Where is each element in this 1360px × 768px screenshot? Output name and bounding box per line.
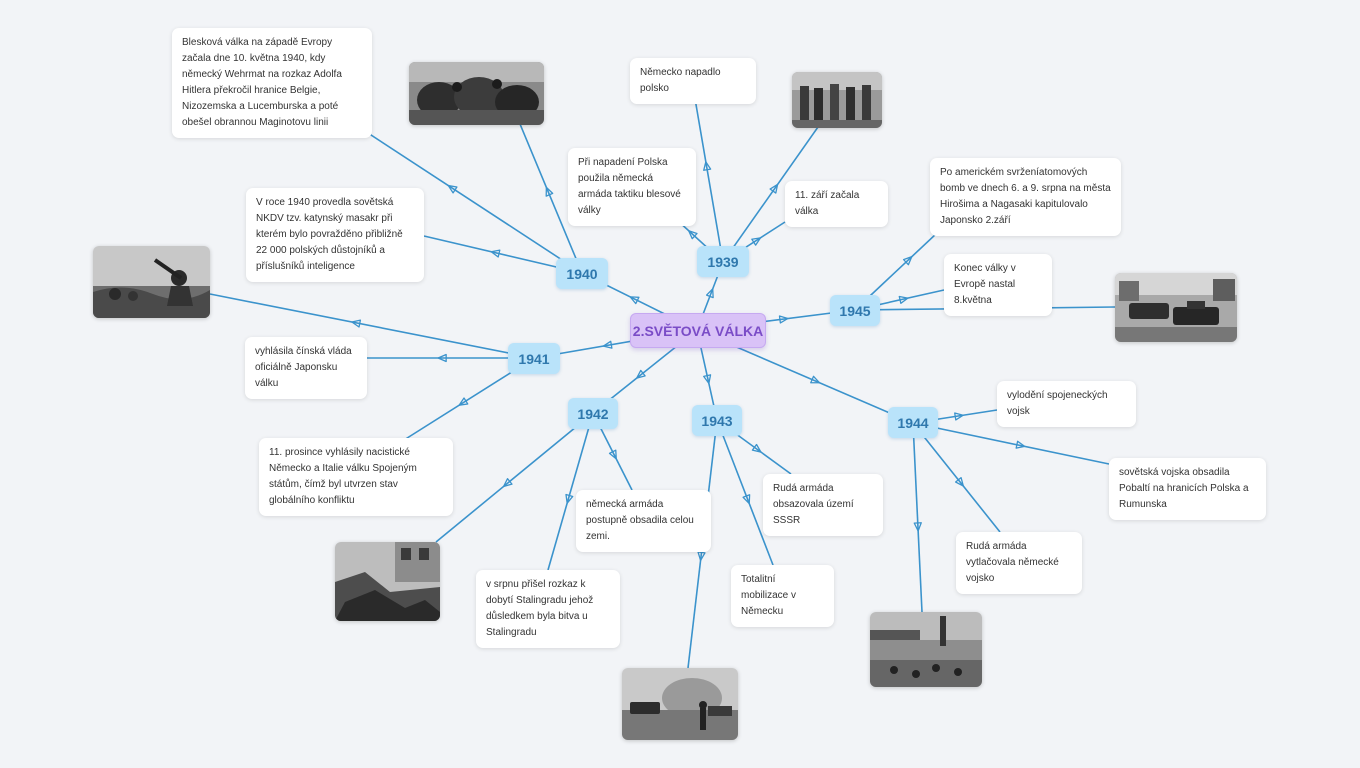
arrow-marker	[751, 443, 762, 453]
connector-line	[519, 123, 583, 274]
arrow-marker	[769, 183, 779, 194]
topic-1941[interactable]: 1941	[508, 343, 560, 374]
arrow-marker	[898, 295, 909, 304]
note-1942-stalingrad[interactable]: v srpnu přišel rozkaz k dobytí Stalingra…	[476, 570, 620, 648]
topic-1943[interactable]: 1943	[692, 405, 742, 436]
arrow-marker	[602, 340, 613, 349]
topic-1939[interactable]: 1939	[697, 246, 749, 277]
connector-line	[209, 293, 535, 359]
photo-1940-troops[interactable]	[409, 62, 544, 125]
connector-line	[423, 235, 583, 274]
photo-1943-battlefield[interactable]	[622, 668, 738, 740]
photo-1944-landing[interactable]	[870, 612, 982, 687]
topic-1940[interactable]: 1940	[556, 258, 608, 289]
photo-1941-soldier-throwing[interactable]	[93, 246, 210, 318]
topic-1942[interactable]: 1942	[568, 398, 618, 429]
arrow-marker	[742, 494, 751, 505]
photo-1939-soldiers[interactable]	[792, 72, 882, 128]
connector-line	[912, 422, 923, 613]
note-1943-mobilization[interactable]: Totalitní mobilizace v Německu	[731, 565, 834, 627]
arrow-marker	[545, 186, 554, 197]
arrow-marker	[490, 249, 501, 258]
arrow-marker	[688, 230, 698, 240]
arrow-marker	[636, 369, 646, 379]
connector-line	[547, 412, 594, 571]
connector-line	[435, 412, 594, 543]
connector-line	[912, 422, 1110, 465]
arrow-marker	[458, 397, 469, 406]
arrow-marker	[902, 256, 913, 266]
arrow-marker	[913, 522, 922, 532]
arrow-marker	[502, 478, 513, 488]
arrow-marker	[697, 551, 706, 562]
arrow-marker	[810, 375, 821, 384]
arrow-marker	[351, 319, 362, 328]
note-1945-atomic[interactable]: Po americkém svrženíatomových bomb ve dn…	[930, 158, 1121, 236]
note-1940-blitzkrieg[interactable]: Blesková válka na západě Evropy začala d…	[172, 28, 372, 138]
arrow-marker	[1015, 440, 1026, 449]
note-1944-baltic[interactable]: sovětská vojska obsadila Pobaltí na hran…	[1109, 458, 1266, 520]
arrow-marker	[703, 161, 712, 171]
note-1944-landing[interactable]: vylodění spojeneckých vojsk	[997, 381, 1136, 427]
topic-1944[interactable]: 1944	[888, 407, 938, 438]
arrow-marker	[629, 296, 640, 305]
note-1941-china[interactable]: vyhlásila čínská vláda oficiálně Japonsk…	[245, 337, 367, 399]
note-1943-red-army[interactable]: Rudá armáda obsazovala území SSSR	[763, 474, 883, 536]
note-1940-katyn[interactable]: V roce 1940 provedla sovětská NKDV tzv. …	[246, 188, 424, 282]
note-1939-tactic[interactable]: Při napadení Polska použila německá armá…	[568, 148, 696, 226]
note-1939-start[interactable]: 11. září začala válka	[785, 181, 888, 227]
connector-line	[722, 126, 819, 263]
note-1945-end-europe[interactable]: Konec války v Evropě nastal 8.května	[944, 254, 1052, 316]
note-1942-occupation[interactable]: německá armáda postupně obsadila celou z…	[576, 490, 711, 552]
central-topic[interactable]: 2.SVĚTOVÁ VÁLKA	[630, 313, 766, 348]
arrow-marker	[705, 288, 714, 299]
arrow-marker	[778, 315, 789, 324]
topic-1945[interactable]: 1945	[830, 295, 880, 326]
connector-line	[716, 419, 774, 566]
connector-line	[692, 86, 724, 263]
arrow-marker	[751, 237, 762, 246]
connector-line	[912, 422, 1001, 533]
photo-1942-ruins[interactable]	[335, 542, 440, 621]
photo-1945-tanks[interactable]	[1115, 273, 1237, 342]
arrow-marker	[565, 493, 574, 504]
connector-line	[344, 117, 583, 274]
note-1939-invasion[interactable]: Německo napadlo polsko	[630, 58, 756, 104]
arrow-marker	[447, 184, 458, 194]
arrow-marker	[437, 353, 447, 363]
arrow-marker	[703, 374, 712, 385]
arrow-marker	[954, 476, 964, 487]
arrow-marker	[608, 449, 617, 460]
note-1944-pushback[interactable]: Rudá armáda vytlačovala německé vojsko	[956, 532, 1082, 594]
arrow-marker	[954, 412, 964, 421]
note-1941-usa[interactable]: 11. prosince vyhlásily nacistické Německ…	[259, 438, 453, 516]
